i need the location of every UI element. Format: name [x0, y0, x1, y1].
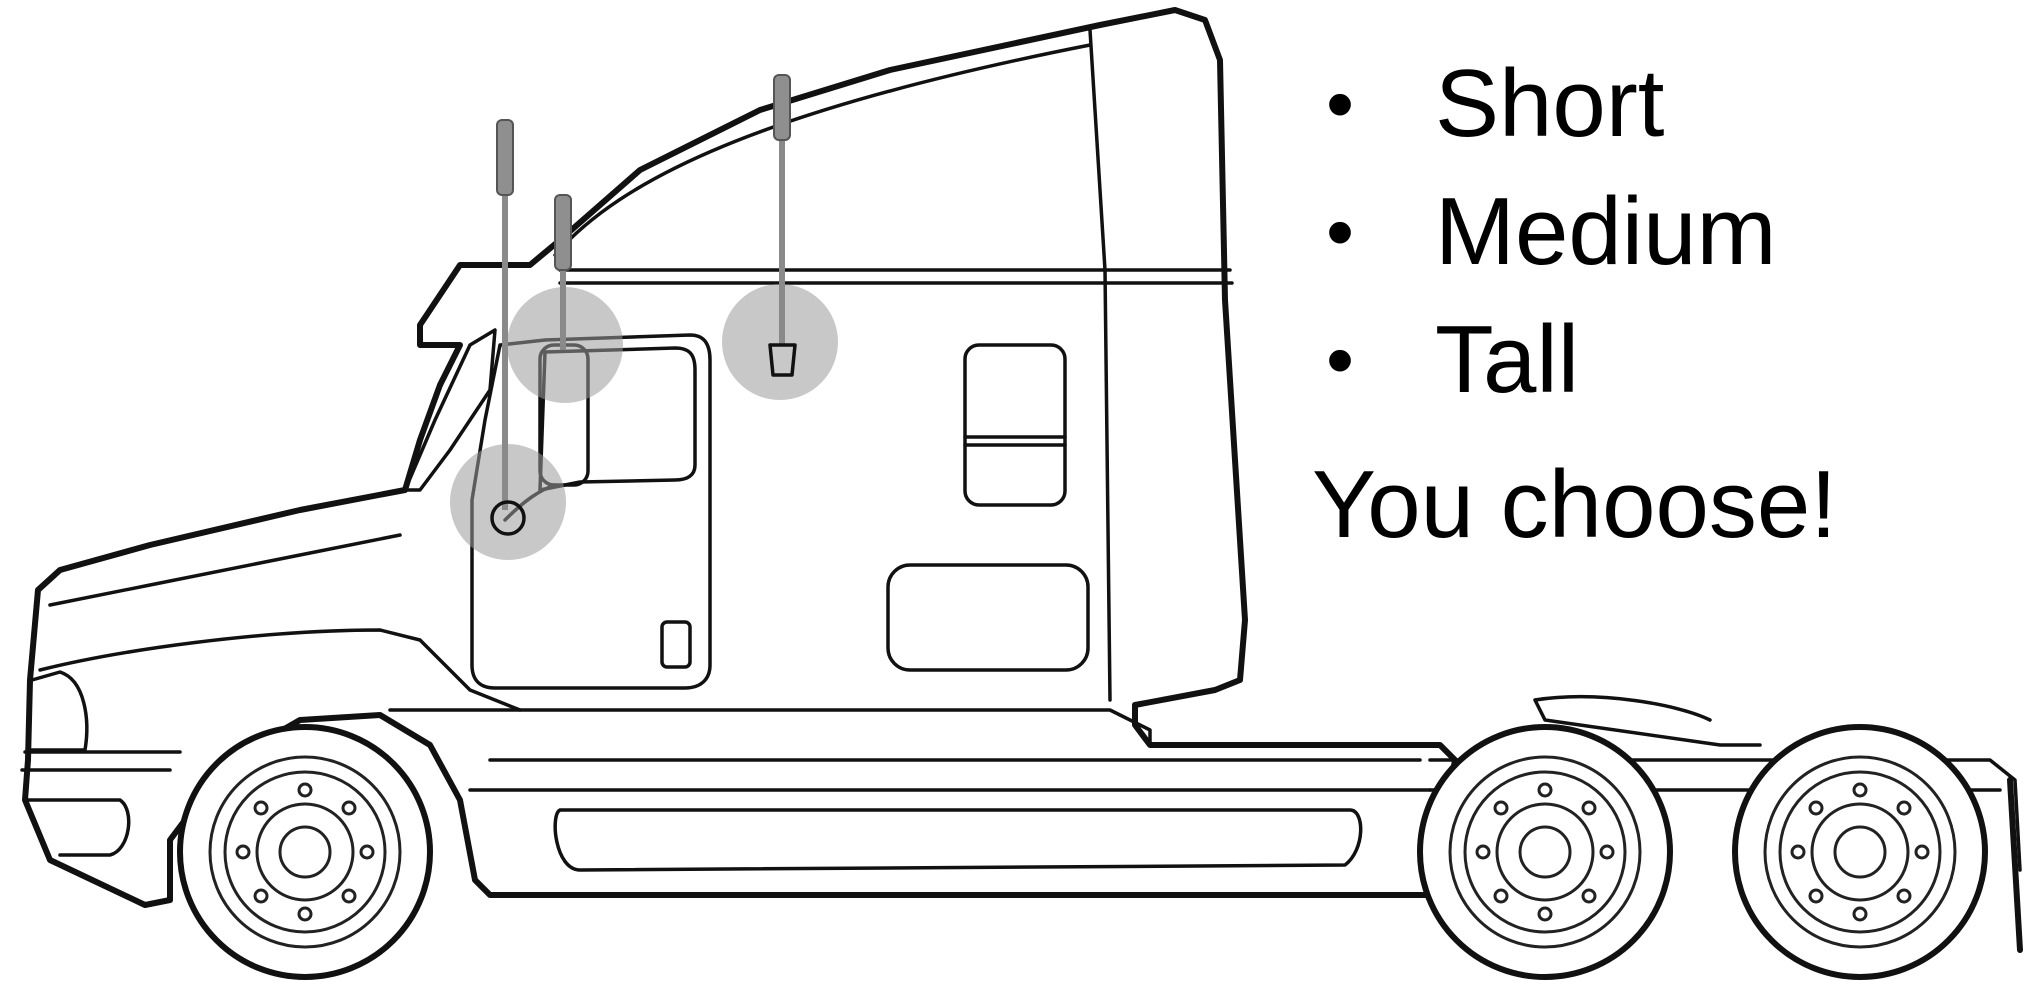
front-wheel — [180, 727, 430, 977]
headlight — [30, 672, 87, 750]
bumper — [22, 752, 180, 855]
bullet-icon: • — [1310, 40, 1370, 168]
option-label: Medium — [1435, 178, 1776, 285]
roof-fairing-line — [555, 45, 1090, 255]
bullet-icon: • — [1310, 296, 1370, 424]
storage-door — [888, 565, 1088, 670]
drive-wheel-rear — [1735, 727, 1985, 977]
sleeper-rear-line — [1090, 30, 1110, 700]
option-label: Tall — [1435, 306, 1579, 413]
hood-line — [50, 535, 400, 605]
drive-wheel-front — [1420, 727, 1670, 977]
option-list: • Short • Medium • Tall — [1310, 40, 2010, 424]
sleeper-window-divider — [965, 437, 1065, 445]
hood-crease — [40, 630, 520, 710]
bullet-icon: • — [1310, 168, 1370, 296]
call-to-action-text: You choose! — [1312, 450, 1837, 560]
option-tall: • Tall — [1310, 296, 2010, 424]
option-label: Short — [1435, 50, 1664, 157]
option-short: • Short — [1310, 40, 2010, 168]
fuel-tank — [555, 810, 1361, 870]
sleeper-window — [965, 345, 1065, 505]
side-skirt — [390, 710, 1430, 790]
antenna-height-options: • Short • Medium • Tall — [1310, 40, 2010, 424]
door-handle — [662, 622, 690, 667]
option-medium: • Medium — [1310, 168, 2010, 296]
